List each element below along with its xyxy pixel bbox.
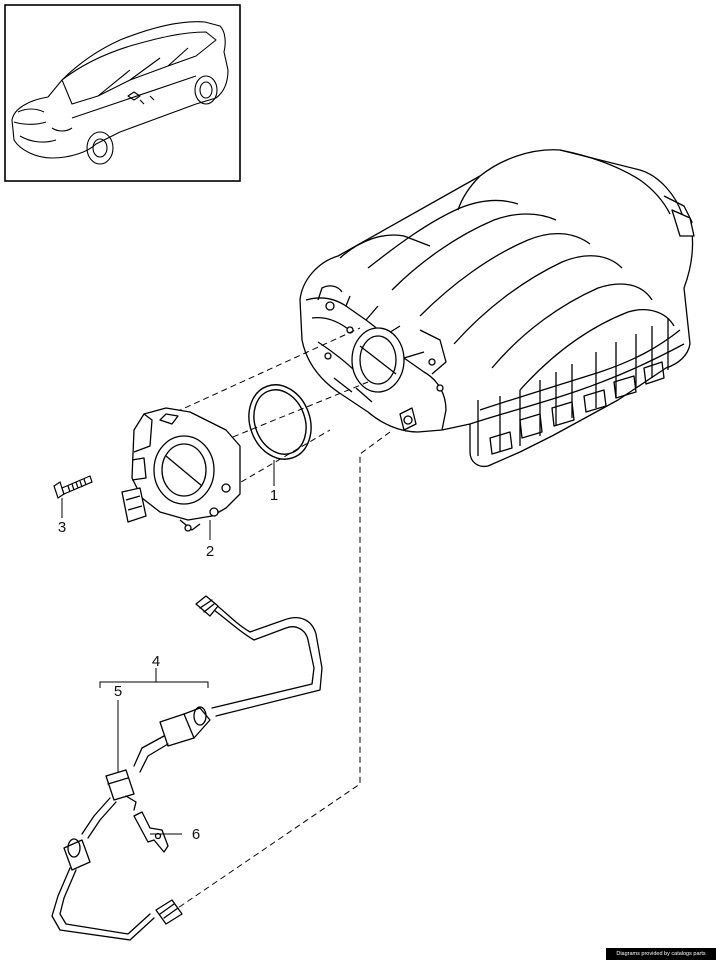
- assembly-leader-lines: [171, 327, 391, 913]
- intake-manifold: [299, 149, 695, 468]
- throttle-body: [121, 407, 241, 532]
- credit-label: Diagrams provided by catalogs parts: [606, 948, 716, 960]
- callout-4: 4: [152, 653, 160, 670]
- bolt: [53, 475, 93, 499]
- callout-leaders: [61, 460, 275, 835]
- callout-6: 6: [192, 826, 200, 843]
- throttle-gasket-oring: [248, 384, 312, 460]
- callout-2: 2: [206, 543, 214, 560]
- callout-5: 5: [114, 683, 122, 700]
- vehicle-thumbnail: [4, 4, 241, 182]
- vent-hose-assembly: [51, 595, 323, 941]
- callout-1: 1: [270, 487, 278, 504]
- callout-3: 3: [58, 519, 66, 536]
